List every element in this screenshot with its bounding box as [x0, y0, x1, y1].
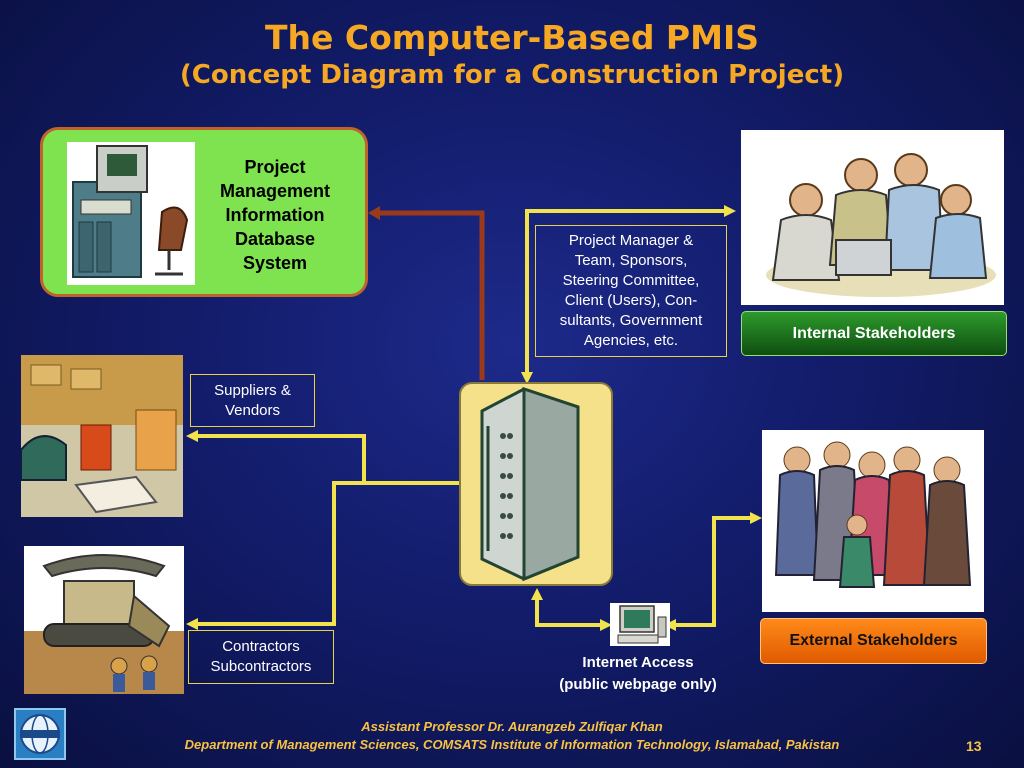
internet-computer-image [610, 603, 670, 646]
workstation-image [67, 142, 195, 285]
suppliers-label-line: Suppliers & [214, 381, 291, 399]
warehouse-icon [20, 355, 183, 514]
database-label: Project Management Information Database … [200, 155, 350, 275]
internet-access-line: (public webpage only) [559, 676, 717, 693]
internal-group-label: Project Manager & Team, Sponsors, Steeri… [535, 225, 727, 357]
internal-group-line: Steering Committee, [562, 272, 700, 289]
external-connector [674, 516, 752, 627]
internet-arrowhead-up [531, 588, 543, 600]
internal-group-line: Client (Users), Con- [564, 292, 698, 309]
database-label-line: Management [219, 181, 331, 201]
server-image [458, 381, 614, 587]
suppliers-arrowhead [186, 430, 198, 442]
contractors-arrowhead [186, 618, 198, 630]
server-icon [459, 382, 613, 586]
internet-arrowhead-right [600, 619, 612, 631]
page-title: The Computer-Based PMIS [264, 18, 760, 57]
crowd-icon [774, 441, 972, 588]
page-subtitle: (Concept Diagram for a Construction Proj… [179, 60, 845, 90]
warehouse-image [20, 355, 183, 517]
external-stakeholders-label: External Stakeholders [760, 618, 987, 664]
bulldozer-image [24, 546, 184, 694]
db-connector [378, 210, 485, 380]
internet-connector [535, 598, 604, 627]
workstation-icon [72, 145, 189, 278]
internal-stakeholders-label: Internal Stakeholders [741, 311, 1007, 356]
comsats-logo [14, 708, 66, 760]
database-label-line: System [242, 253, 308, 273]
database-label-line: Database [234, 229, 316, 249]
internet-access-line: Internet Access [582, 654, 694, 671]
internal-group-line: Agencies, etc. [583, 332, 679, 349]
contractors-connector [196, 481, 462, 626]
database-label-line: Information [225, 205, 325, 225]
footer-department: Department of Management Sciences, COMSA… [184, 737, 840, 752]
bulldozer-icon [24, 554, 184, 694]
desktop-computer-icon [617, 605, 667, 644]
internal-group-line: Team, Sponsors, [574, 252, 688, 269]
contractors-label-line: Subcontractors [210, 658, 312, 675]
internal-group-line: Project Manager & [568, 232, 694, 249]
suppliers-connector [196, 434, 462, 485]
internal-arrowhead-up [521, 372, 533, 384]
team-meeting-icon [766, 153, 996, 297]
contractors-label: Contractors Subcontractors [188, 630, 334, 684]
internal-group-line: sultants, Government [559, 312, 703, 329]
crowd-image [762, 430, 984, 612]
db-arrowhead [368, 206, 380, 220]
team-meeting-image [741, 130, 1004, 305]
internal-arrowhead-right [724, 205, 736, 217]
external-arrowhead-left [664, 619, 676, 631]
globe-icon [20, 714, 60, 754]
page-number: 13 [966, 738, 982, 754]
internal-connector [525, 209, 725, 375]
external-arrowhead-right [750, 512, 762, 524]
footer-author: Assistant Professor Dr. Aurangzeb Zulfiq… [361, 719, 663, 734]
suppliers-label-line: Vendors [224, 401, 281, 419]
internet-access-label: Internet Access (public webpage only) [520, 652, 756, 696]
contractors-label-line: Contractors [222, 638, 300, 655]
suppliers-label: Suppliers & Vendors [190, 374, 315, 427]
database-label-line: Project [244, 157, 306, 177]
